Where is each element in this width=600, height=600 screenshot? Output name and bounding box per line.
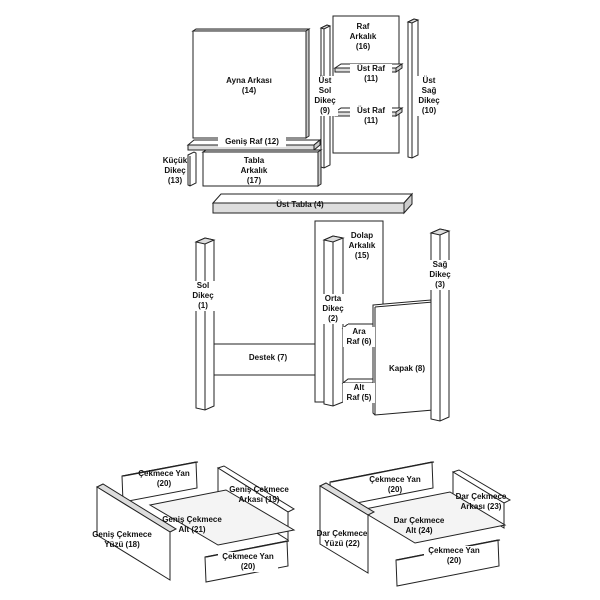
label-ust-sag-dikec: Üst Sağ Dikeç (10) [416, 76, 442, 116]
label-alt-raf: Alt Raf (5) [343, 383, 375, 403]
label-cekmece-yan-c: Çekmece Yan (20) [369, 475, 421, 494]
label-genis-cekmece-alt: Geniş Çekmece Alt (21) [162, 515, 222, 534]
panel-ust-sag-dikec [406, 18, 420, 159]
label-dar-cekmece-arkasi: Dar Çekmece Arkası (23) [455, 492, 507, 511]
label-ust-raf-11a: Üst Raf (11) [350, 64, 392, 84]
label-tabla-arkalik: Tabla Arkalık (17) [240, 156, 268, 185]
label-dar-cekmece-alt: Dar Çekmece Alt (24) [393, 516, 445, 535]
drawer-wide [95, 461, 296, 583]
panel-ayna-arkasi [191, 28, 311, 139]
label-cekmece-yan-b: Çekmece Yan (20) [218, 552, 278, 572]
panel-kucuk-dikec [187, 151, 197, 187]
label-ayna-arkasi: Ayna Arkası (14) [226, 76, 272, 95]
label-dar-cekmece-yuzu: Dar Çekmece Yüzü (22) [316, 529, 368, 548]
label-genis-raf: Geniş Raf (12) [218, 137, 286, 147]
label-destek: Destek (7) [248, 353, 288, 362]
label-raf-arkalik: Raf Arkalık (16) [349, 22, 377, 51]
panel-destek [213, 341, 326, 376]
label-cekmece-yan-a: Çekmece Yan (20) [138, 469, 190, 488]
label-dolap-arkalik: Dolap Arkalık (15) [348, 231, 376, 260]
label-genis-cekmece-arkasi: Geniş Çekmece Arkası (19) [229, 485, 289, 504]
panel-raf-arkalik [332, 15, 400, 154]
panel-ust-tabla [211, 192, 414, 215]
label-cekmece-yan-d: Çekmece Yan (20) [424, 546, 484, 566]
label-kapak: Kapak (8) [388, 364, 425, 373]
label-genis-cekmece-yuzu: Geniş Çekmece Yüzü (18) [92, 530, 152, 549]
label-ust-sol-dikec: Üst Sol Dikeç (9) [312, 76, 338, 116]
panel-tabla-arkalik [201, 149, 323, 187]
label-ust-raf-11b: Üst Raf (11) [350, 106, 392, 126]
label-sag-dikec: Sağ Dikeç (3) [426, 260, 454, 290]
label-sol-dikec: Sol Dikeç (1) [190, 281, 216, 311]
label-orta-dikec: Orta Dikeç (2) [318, 294, 348, 324]
label-ust-tabla: Üst Tabla (4) [276, 200, 324, 209]
panel-kapak [372, 299, 434, 416]
label-kucuk-dikec: Küçük Dikeç (13) [162, 156, 188, 185]
label-ara-raf: Ara Raf (6) [343, 327, 375, 347]
panel-sol-dikec [194, 237, 216, 411]
panel-sag-dikec [429, 228, 451, 422]
